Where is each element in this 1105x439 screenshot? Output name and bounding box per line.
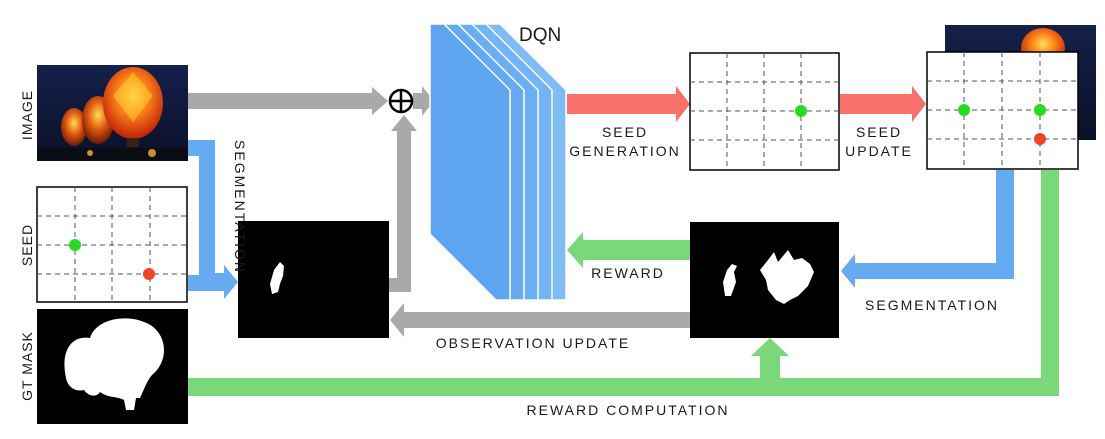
input-gt-mask: [37, 309, 188, 424]
seed-update-arrow: [840, 86, 926, 122]
observation-update-arrow: [390, 303, 690, 337]
reward-label: REWARD: [591, 265, 665, 281]
generated-seed-marker: [795, 105, 807, 117]
updated-negative-seed: [1034, 133, 1046, 145]
negative-seed-marker: [143, 268, 155, 280]
seed-generation-label-line2: GENERATION: [569, 143, 681, 159]
input-image-photo: [37, 65, 188, 161]
reward-arrow: [567, 232, 690, 268]
dqn-network: [429, 23, 567, 301]
observation-to-combine-arrow: [388, 115, 417, 292]
combine-to-dqn-arrow: [413, 86, 434, 116]
generated-seed-grid: [689, 52, 840, 171]
seed-update-label-line2: UPDATE: [845, 143, 913, 159]
seed-generation-arrow: [567, 86, 690, 122]
seed-update-label-line1: SEED: [856, 124, 902, 140]
updated-positive-seed-2: [1034, 104, 1046, 116]
observation-mask: [238, 221, 389, 338]
segmentation-left-label: SEGMENTATION: [232, 140, 248, 274]
dqn-title: DQN: [519, 25, 561, 46]
combine-operator-icon: [388, 88, 414, 114]
row-label-seed: SEED: [19, 224, 35, 266]
row-label-gt-mask: GT MASK: [19, 331, 35, 401]
row-label-image: IMAGE: [19, 90, 35, 140]
segmentation-right-arrow: [841, 170, 1014, 288]
segmentation-right-label: SEGMENTATION: [865, 297, 999, 313]
input-seed-grid: [36, 186, 188, 303]
reward-computation-label: REWARD COMPUTATION: [527, 402, 730, 418]
positive-seed-marker: [69, 239, 81, 251]
observation-update-label: OBSERVATION UPDATE: [436, 335, 630, 351]
updated-positive-seed-1: [958, 104, 970, 116]
image-to-combine-arrow: [188, 87, 388, 115]
segmentation-left-arrow: [188, 140, 238, 299]
updated-seed-grid: [926, 51, 1079, 170]
seed-generation-label-line1: SEED: [602, 124, 648, 140]
segmentation-result-mask: [690, 222, 839, 338]
